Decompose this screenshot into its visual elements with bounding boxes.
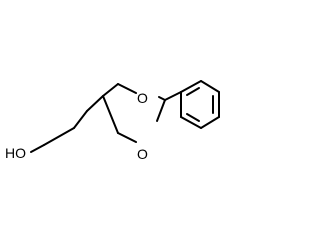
phenyl-inner-bond-3 <box>186 113 200 122</box>
phenyl-bond-4 <box>200 116 220 129</box>
bond-c2-c3 <box>73 110 88 129</box>
bond-o-top-c2 <box>158 96 166 101</box>
bond-c2-phenyl <box>164 91 182 101</box>
bond-c2-o-bottom <box>156 99 166 122</box>
phenyl-bond-5 <box>180 116 202 129</box>
bond-c1-c2 <box>43 127 75 146</box>
ring-oxygen-bottom-label: O <box>137 146 148 162</box>
bond-c4-o-top <box>117 83 137 94</box>
chemical-structure-diagram: HO O O <box>5 80 220 162</box>
bond-o-bottom-c6 <box>117 132 137 143</box>
hydroxyl-label: HO <box>5 145 26 161</box>
atom-labels: HO O O <box>5 90 148 162</box>
bond-oh-c1 <box>30 144 45 153</box>
phenyl-bond-2 <box>200 80 220 93</box>
bond-lines <box>30 80 220 153</box>
bond-c5-c4 <box>102 83 119 97</box>
ring-oxygen-top-label: O <box>137 90 148 106</box>
bond-c6-c5 <box>102 95 119 134</box>
phenyl-bond-1 <box>180 80 202 93</box>
phenyl-inner-bond-1 <box>186 87 200 96</box>
bond-c3-c4 <box>86 95 104 112</box>
